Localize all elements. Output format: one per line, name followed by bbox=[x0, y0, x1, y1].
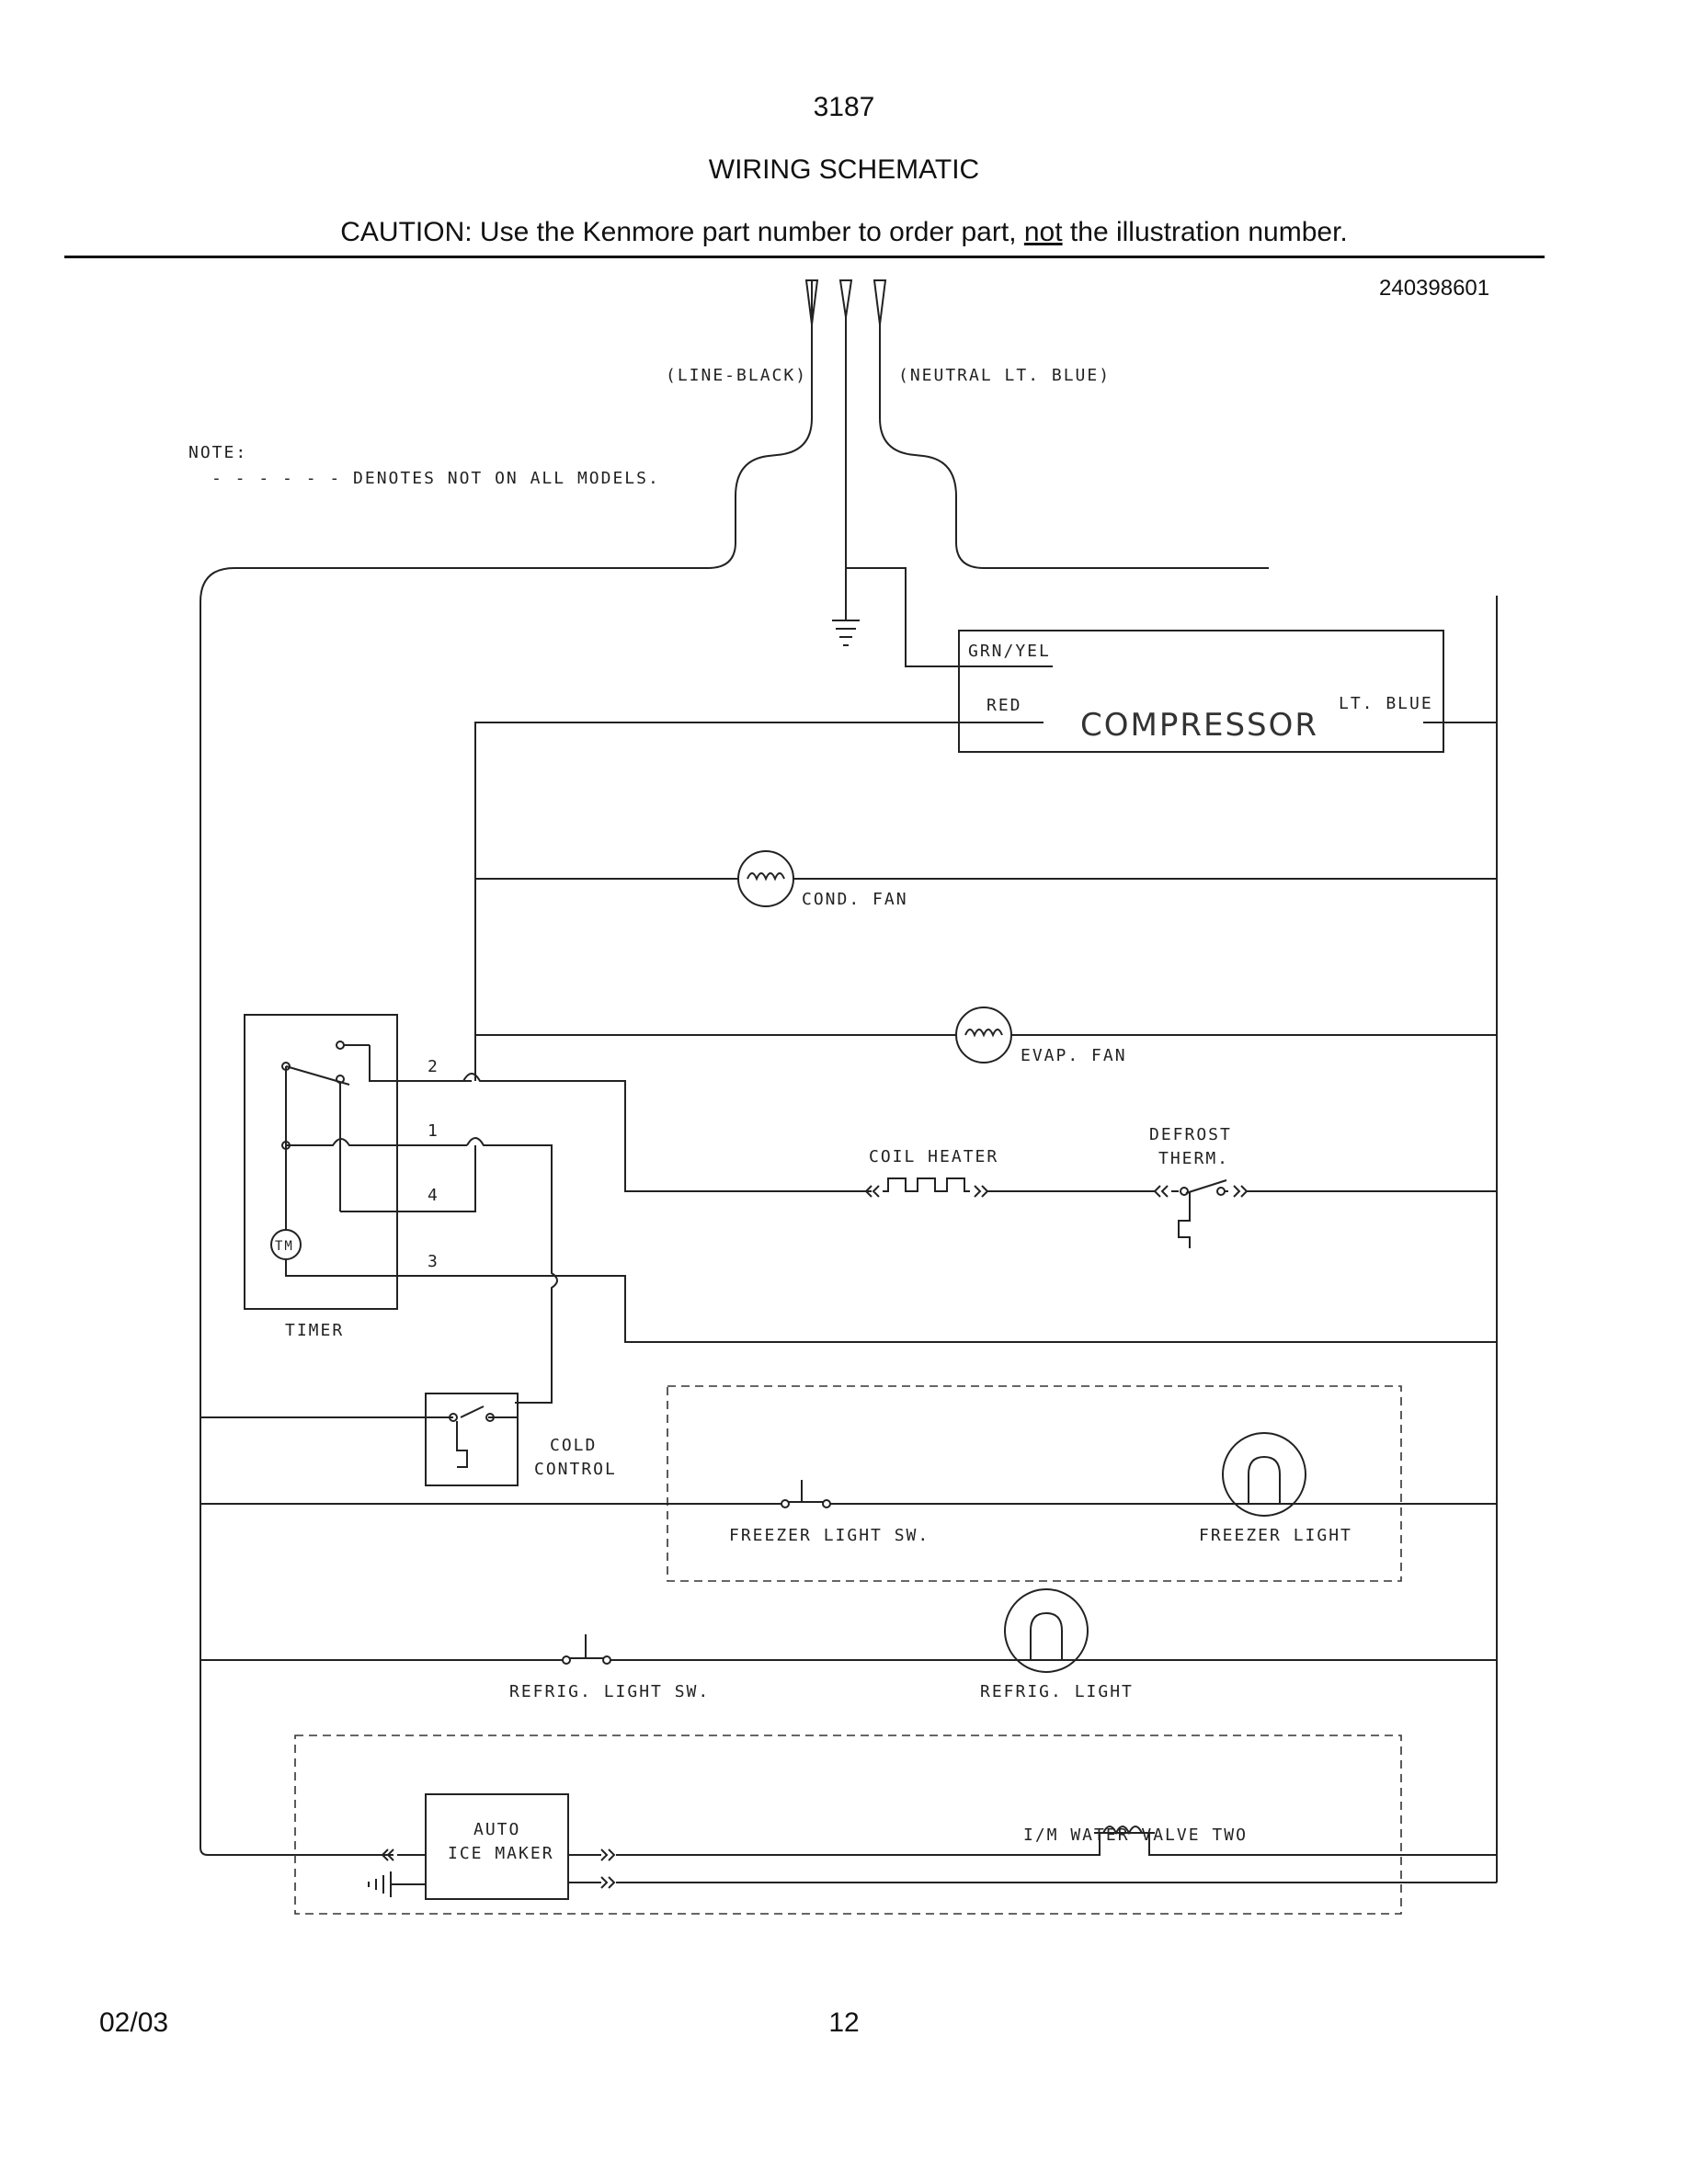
evap-fan-icon bbox=[955, 1007, 1012, 1064]
cold-control-switch bbox=[200, 1405, 518, 1468]
water-valve-label: I/M WATER VALVE TWO bbox=[1023, 1826, 1248, 1845]
timer-terminal-3: 3 bbox=[428, 1252, 439, 1271]
timer-lead-3 bbox=[540, 1275, 1497, 1343]
cond-fan-icon bbox=[737, 850, 794, 907]
freezer-light-label: FREEZER LIGHT bbox=[1199, 1526, 1352, 1545]
ground-icon bbox=[832, 607, 860, 646]
freezer-light-switch-label: FREEZER LIGHT SW. bbox=[729, 1526, 930, 1545]
line-black-label: (LINE-BLACK) bbox=[666, 366, 807, 385]
cond-fan-label: COND. FAN bbox=[802, 890, 908, 909]
timer-terminal-2: 2 bbox=[428, 1057, 439, 1076]
ice-maker-label-1: AUTO bbox=[473, 1820, 520, 1839]
freezer-light-optional-box bbox=[667, 1385, 1402, 1582]
cold-control-box bbox=[425, 1393, 519, 1486]
defrost-therm-label-1: DEFROST bbox=[1149, 1125, 1232, 1144]
evap-fan-label: EVAP. FAN bbox=[1021, 1046, 1127, 1065]
timer-lead-2 bbox=[370, 1073, 861, 1192]
timer-terminal-1: 1 bbox=[428, 1121, 439, 1141]
note-text: - - - - - - DENOTES NOT ON ALL MODELS. bbox=[211, 469, 660, 488]
ice-maker-label-2: ICE MAKER bbox=[448, 1844, 554, 1863]
timer-switch bbox=[281, 1041, 540, 1277]
refrig-light-switch-label: REFRIG. LIGHT SW. bbox=[509, 1682, 710, 1701]
ice-maker-wires bbox=[379, 1833, 1497, 1861]
compressor-lt-blue: LT. BLUE bbox=[1339, 694, 1433, 713]
neutral-label: (NEUTRAL LT. BLUE) bbox=[898, 366, 1111, 385]
defrost-therm-label-2: THERM. bbox=[1158, 1149, 1229, 1168]
compressor-grn-yel: GRN/YEL bbox=[968, 642, 1051, 661]
compressor-red-wire bbox=[474, 722, 1044, 1081]
caution-emphasis: not bbox=[1023, 217, 1063, 247]
neutral-wire bbox=[879, 324, 1269, 569]
water-valve-icon bbox=[1094, 1826, 1155, 1836]
note-label: NOTE: bbox=[188, 443, 247, 462]
supply-arrows bbox=[804, 279, 887, 325]
ice-maker-neutral-wire bbox=[568, 1876, 1497, 1889]
compressor-red: RED bbox=[987, 696, 1022, 715]
page-title: WIRING SCHEMATIC bbox=[708, 154, 980, 185]
freezer-light-switch bbox=[781, 1480, 831, 1508]
defrost-therm-icon bbox=[1149, 1179, 1497, 1248]
timer-motor-label: TM bbox=[275, 1239, 294, 1254]
refrig-light-switch bbox=[562, 1634, 611, 1665]
compressor-box bbox=[958, 630, 1444, 753]
timer-terminal-4: 4 bbox=[428, 1186, 439, 1205]
caution-suffix: the illustration number. bbox=[1062, 217, 1348, 247]
model-number: 3187 bbox=[813, 92, 875, 122]
refrig-light-label: REFRIG. LIGHT bbox=[980, 1682, 1134, 1701]
freezer-light-bulb-icon bbox=[1222, 1432, 1306, 1517]
caution-prefix: CAUTION: Use the Kenmore part number to … bbox=[340, 217, 1024, 247]
ice-maker-optional-box bbox=[294, 1735, 1402, 1915]
ice-maker-box bbox=[425, 1793, 569, 1900]
footer-page-number: 12 bbox=[828, 2008, 860, 2038]
ground-to-compressor bbox=[846, 567, 1053, 667]
timer-box bbox=[244, 1014, 398, 1310]
header-rule bbox=[64, 256, 1545, 258]
coil-heater-label: COIL HEATER bbox=[869, 1147, 998, 1166]
line-wire bbox=[200, 324, 813, 1856]
cold-control-label-2: CONTROL bbox=[534, 1460, 617, 1479]
timer-label: TIMER bbox=[285, 1321, 344, 1340]
ice-maker-ground-icon bbox=[368, 1871, 426, 1897]
caution-text: CAUTION: Use the Kenmore part number to … bbox=[0, 217, 1688, 248]
part-number: 240398601 bbox=[1379, 276, 1490, 301]
refrig-light-bulb-icon bbox=[1004, 1588, 1089, 1673]
footer-date: 02/03 bbox=[99, 2008, 169, 2038]
timer-lead-1 bbox=[466, 1137, 558, 1404]
coil-heater-icon bbox=[864, 1177, 989, 1198]
cold-control-label-1: COLD bbox=[550, 1436, 597, 1455]
compressor-label: COMPRESSOR bbox=[1080, 707, 1318, 744]
